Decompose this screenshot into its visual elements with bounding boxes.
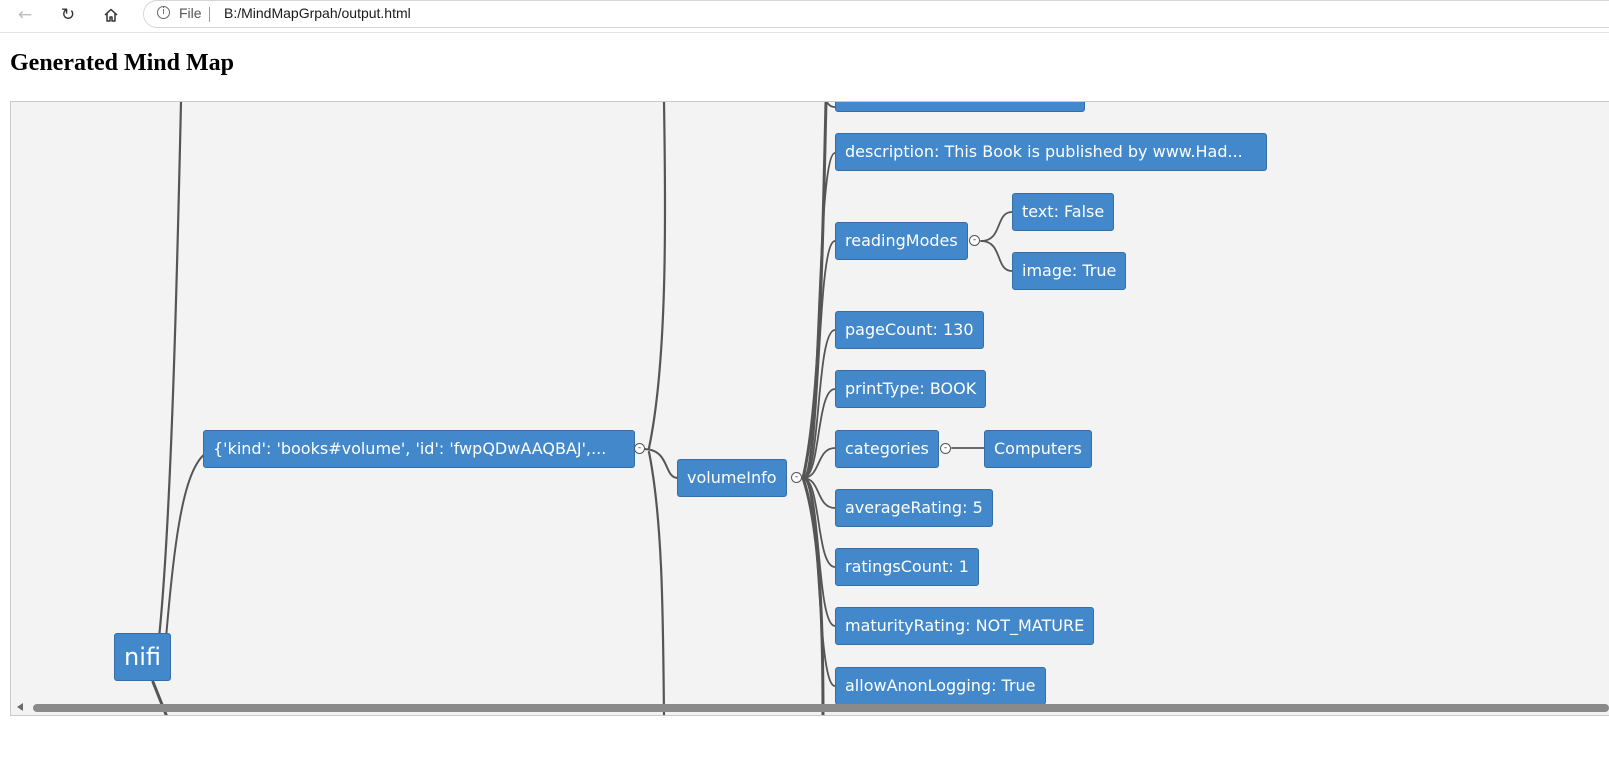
edge-pagecount [802, 329, 836, 479]
collapse-toggle-readingmodes[interactable]: - [969, 235, 980, 246]
mindmap-node-averagerating[interactable]: averageRating: 5 [835, 489, 993, 527]
mindmap-node-pagecount[interactable]: pageCount: 130 [835, 311, 984, 349]
mindmap-node-maturityrating[interactable]: maturityRating: NOT_MATURE [835, 607, 1095, 645]
edge-averagerating [802, 477, 836, 509]
page-title: Generated Mind Map [10, 50, 234, 76]
edge-printtype [802, 388, 836, 479]
scroll-left-arrow-icon[interactable] [17, 703, 23, 711]
collapse-toggle-item[interactable]: - [634, 443, 645, 454]
mindmap-node-item[interactable]: {'kind': 'books#volume', 'id': 'fwpQDwAA… [203, 430, 635, 468]
edge-offscreen-top [826, 102, 836, 108]
reload-icon[interactable]: ↻ [60, 5, 76, 25]
edge-categories [802, 447, 836, 479]
edge-allowanonlogging [802, 477, 836, 687]
mindmap-node-readingmodes-text[interactable]: text: False [1012, 193, 1115, 231]
toolbar-divider [0, 32, 1609, 33]
mindmap-node-root[interactable]: nifi [114, 633, 171, 681]
edge-image [980, 240, 1013, 272]
edge-readingmodes [802, 240, 836, 479]
collapse-toggle-categories[interactable]: - [940, 443, 951, 454]
back-arrow-icon[interactable]: ← [17, 5, 33, 25]
edge-text [980, 211, 1013, 242]
mindmap-node-partial[interactable] [835, 102, 1085, 112]
info-icon[interactable]: i [157, 6, 170, 19]
mindmap-node-description[interactable]: description: This Book is published by w… [835, 133, 1267, 171]
mindmap-node-printtype[interactable]: printType: BOOK [835, 370, 987, 408]
mindmap-node-readingmodes-image[interactable]: image: True [1012, 252, 1127, 290]
url-text[interactable]: B:/MindMapGrpah/output.html [224, 5, 411, 21]
edge-trunk-mid [647, 102, 667, 450]
mindmap-canvas[interactable]: nifi {'kind': 'books#volume', 'id': 'fwp… [10, 101, 1609, 716]
mindmap-node-category-computers[interactable]: Computers [984, 430, 1092, 468]
file-scheme-label: File [179, 5, 202, 21]
home-icon[interactable] [98, 2, 124, 28]
address-separator [209, 7, 210, 22]
mindmap-node-volumeinfo[interactable]: volumeInfo [677, 459, 787, 497]
edge-trunk-mid-lower [647, 450, 666, 715]
mindmap-node-readingmodes[interactable]: readingModes [835, 222, 968, 260]
edge-item-volumeinfo [642, 448, 679, 479]
address-bar[interactable] [143, 0, 1609, 28]
edge-trunk-left [157, 102, 183, 640]
edge-volumeinfo-trunk-up [801, 102, 828, 480]
browser-toolbar: ← ↻ i File B:/MindMapGrpah/output.html [0, 0, 1609, 30]
mindmap-node-allowanonlogging[interactable]: allowAnonLogging: True [835, 667, 1046, 705]
edge-root-item [165, 448, 217, 639]
edge-description [802, 152, 836, 479]
mindmap-node-categories[interactable]: categories [835, 430, 939, 468]
collapse-toggle-volumeinfo[interactable]: - [791, 472, 802, 483]
mindmap-edges [151, 102, 1013, 715]
mindmap-node-ratingscount[interactable]: ratingsCount: 1 [835, 548, 979, 586]
horizontal-scrollbar-thumb[interactable] [33, 704, 1609, 712]
